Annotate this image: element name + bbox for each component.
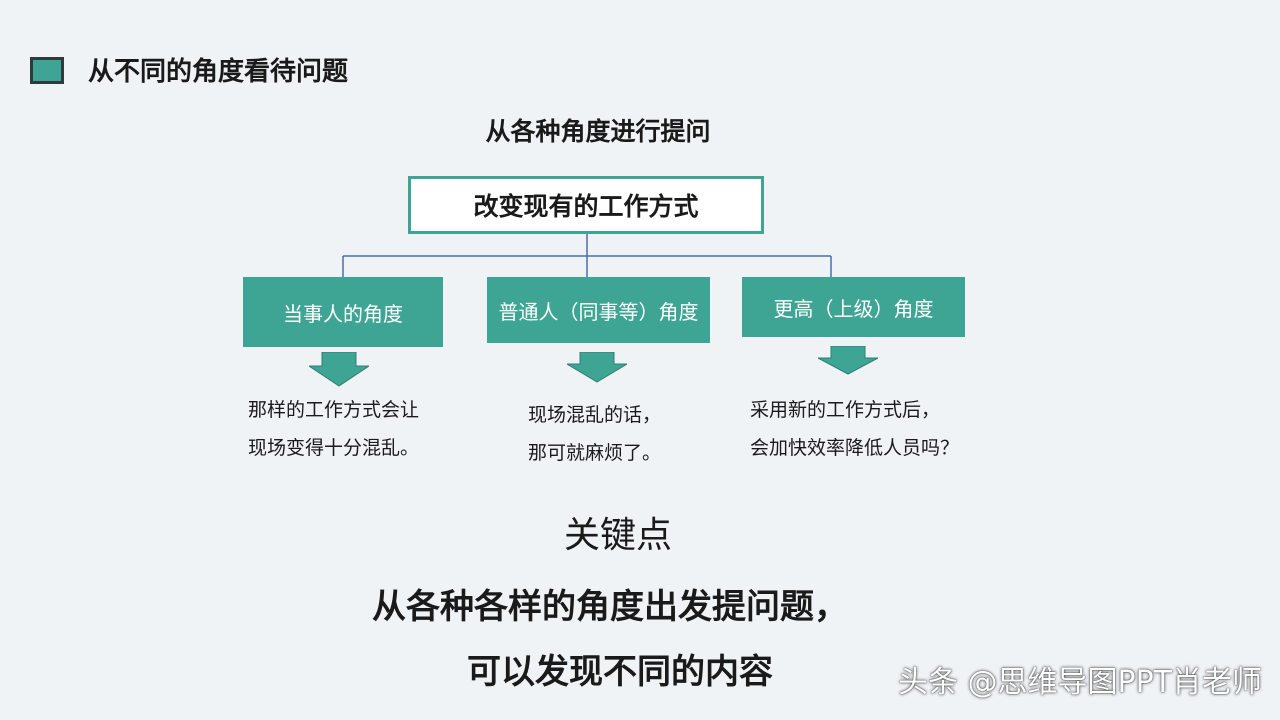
node-label: 更高（上级）角度 <box>773 296 934 321</box>
node-desc: 现场混乱的话， 那可就麻烦了。 <box>528 396 661 472</box>
node-desc-line: 采用新的工作方式后， <box>750 399 941 421</box>
teal-square-icon <box>30 57 64 84</box>
node-desc: 那样的工作方式会让 现场变得十分混乱。 <box>248 391 419 467</box>
node-party-perspective: 当事人的角度 <box>243 277 443 347</box>
node-desc-line: 现场变得十分混乱。 <box>248 437 420 459</box>
node-desc-line: 会加快效率降低人员吗？ <box>750 437 960 459</box>
root-node-label: 改变现有的工作方式 <box>473 192 699 221</box>
node-label: 普通人（同事等）角度 <box>498 299 699 324</box>
watermark: 头条 @思维导图PPT肖老师 <box>897 665 1262 700</box>
diagram-subtitle: 从各种角度进行提问 <box>485 117 711 146</box>
down-arrow-icon <box>818 346 878 375</box>
node-superior-perspective: 更高（上级）角度 <box>742 277 965 337</box>
node-desc: 采用新的工作方式后， 会加快效率降低人员吗？ <box>750 391 959 467</box>
key-points-title: 关键点 <box>563 515 672 556</box>
root-node: 改变现有的工作方式 <box>408 176 764 234</box>
key-point-line: 从各种各样的角度出发提问题， <box>372 587 848 627</box>
page-title: 从不同的角度看待问题 <box>88 57 349 87</box>
down-arrow-icon <box>567 352 627 383</box>
node-label: 当事人的角度 <box>283 301 403 326</box>
node-desc-line: 那样的工作方式会让 <box>248 399 420 421</box>
node-ordinary-perspective: 普通人（同事等）角度 <box>487 277 710 343</box>
down-arrow-icon <box>309 352 369 387</box>
key-point-line: 可以发现不同的内容 <box>467 652 773 692</box>
node-desc-line: 现场混乱的话， <box>528 404 662 426</box>
node-desc-line: 那可就麻烦了。 <box>528 442 662 464</box>
